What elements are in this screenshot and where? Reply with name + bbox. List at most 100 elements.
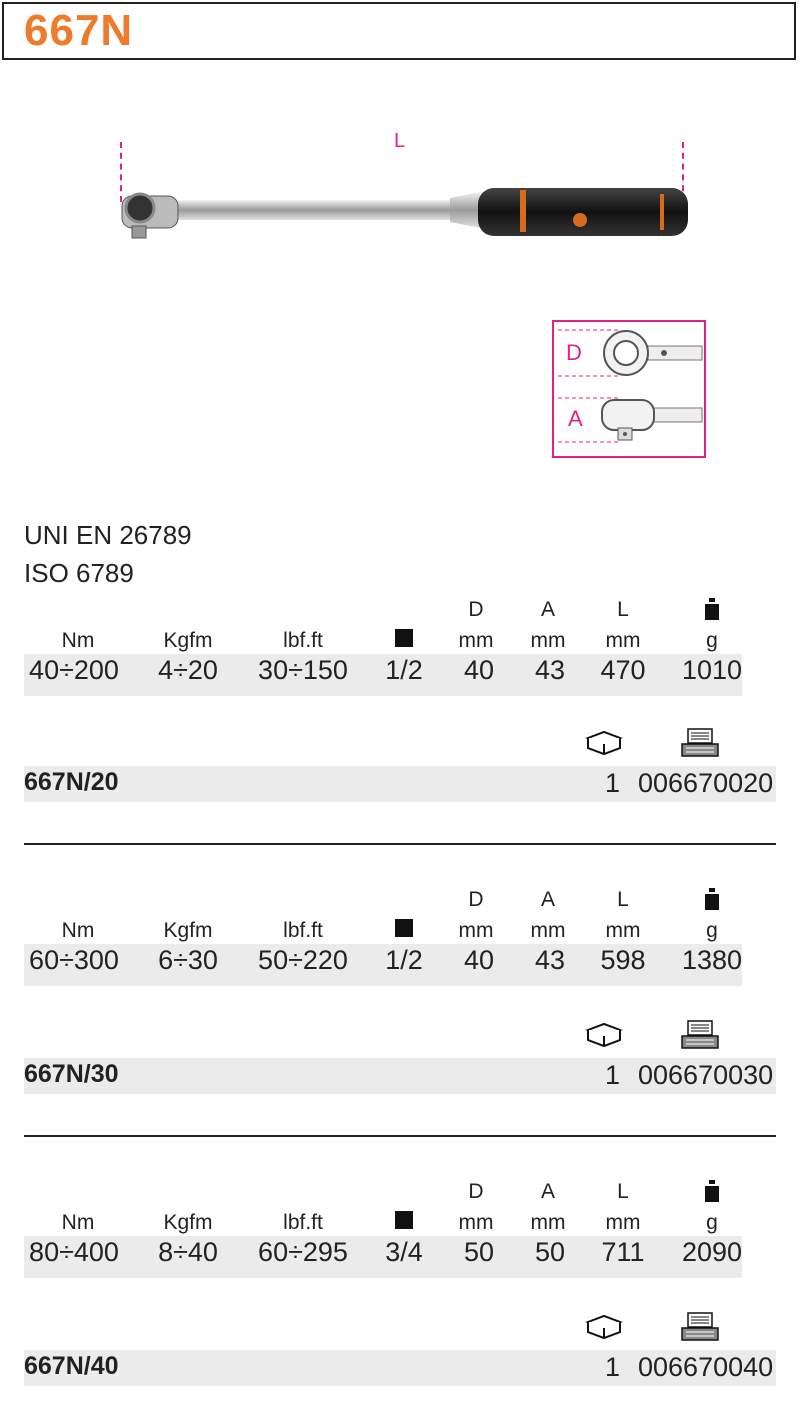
inset-label-a: A	[568, 406, 583, 431]
col-lbfft: lbf.ft	[283, 1211, 323, 1234]
page-title: 667N	[24, 6, 134, 55]
col-weight-unit: g	[706, 1211, 718, 1234]
val-kgfm: 8÷40	[158, 1237, 218, 1267]
standard-iso: ISO 6789	[24, 558, 134, 588]
box-icon	[585, 730, 623, 756]
col-l-label: L	[617, 598, 629, 621]
col-d-label: D	[468, 598, 484, 621]
length-marker-left	[120, 142, 122, 202]
barcode-terminal-icon	[681, 728, 719, 757]
article-number: 006670030	[638, 1060, 774, 1090]
val-drive: 1/2	[385, 945, 423, 975]
col-a-label: A	[540, 598, 555, 621]
col-kgfm: Kgfm	[163, 919, 213, 942]
product-code: 667N/20	[24, 768, 119, 796]
section-divider	[24, 1135, 776, 1137]
col-l-unit: mm	[605, 629, 641, 652]
inset-label-d: D	[566, 340, 582, 365]
col-weight-unit: g	[706, 629, 718, 652]
val-kgfm: 4÷20	[158, 655, 218, 685]
col-a-label: A	[540, 888, 555, 911]
order-row-band	[24, 766, 776, 802]
val-l: 470	[600, 655, 646, 685]
order-row-band	[24, 1058, 776, 1094]
col-d-unit: mm	[458, 629, 494, 652]
val-weight: 2090	[681, 1237, 743, 1267]
val-weight: 1380	[681, 945, 743, 975]
weight-icon	[652, 888, 772, 916]
head-dimensions-inset	[552, 320, 706, 458]
col-l-unit: mm	[605, 919, 641, 942]
col-d-label: D	[468, 1180, 484, 1203]
val-d: 40	[463, 945, 495, 975]
weight-icon	[652, 1180, 772, 1208]
col-d-unit: mm	[458, 1211, 494, 1234]
col-d-unit: mm	[458, 919, 494, 942]
val-kgfm: 6÷30	[158, 945, 218, 975]
order-row-3: 667N/40 1 006670040	[0, 1312, 800, 1392]
standard-uni: UNI EN 26789	[24, 520, 192, 550]
col-weight-unit: g	[706, 919, 718, 942]
pack-quantity: 1	[605, 768, 621, 798]
product-code: 667N/40	[24, 1352, 119, 1380]
col-a-unit: mm	[530, 1211, 566, 1234]
col-l-label: L	[617, 888, 629, 911]
col-nm: Nm	[61, 629, 95, 652]
square-drive-icon	[344, 629, 464, 653]
col-a-unit: mm	[530, 919, 566, 942]
val-a: 50	[534, 1237, 566, 1267]
barcode-terminal-icon	[681, 1020, 719, 1049]
val-nm: 80÷400	[29, 1237, 119, 1267]
title-box	[2, 2, 796, 60]
col-lbfft: lbf.ft	[283, 629, 323, 652]
val-nm: 40÷200	[29, 655, 119, 685]
val-drive: 3/4	[385, 1237, 423, 1267]
col-lbfft: lbf.ft	[283, 919, 323, 942]
spec-table-3: D A L Nm Kgfm lbf.ft mm mm mm g 80÷400 8…	[0, 1180, 800, 1280]
spec-table-2: D A L Nm Kgfm lbf.ft mm mm mm g 60÷300 6…	[0, 888, 800, 988]
val-d: 40	[463, 655, 495, 685]
col-a-label: A	[540, 1180, 555, 1203]
val-lbfft: 50÷220	[258, 945, 348, 975]
col-l-label: L	[617, 1180, 629, 1203]
box-icon	[585, 1314, 623, 1340]
col-a-unit: mm	[530, 629, 566, 652]
spec-row-band	[24, 1236, 742, 1278]
article-number: 006670040	[638, 1352, 774, 1382]
torque-wrench-image	[121, 188, 688, 239]
square-drive-icon	[344, 919, 464, 943]
pack-quantity: 1	[605, 1060, 621, 1090]
box-icon	[585, 1022, 623, 1048]
val-nm: 60÷300	[29, 945, 119, 975]
article-number: 006670020	[638, 768, 774, 798]
col-l-unit: mm	[605, 1211, 641, 1234]
val-d: 50	[463, 1237, 495, 1267]
val-a: 43	[534, 655, 566, 685]
col-nm: Nm	[61, 1211, 95, 1234]
col-kgfm: Kgfm	[163, 1211, 213, 1234]
col-nm: Nm	[61, 919, 95, 942]
order-row-2: 667N/30 1 006670030	[0, 1020, 800, 1100]
val-weight: 1010	[681, 655, 743, 685]
col-d-label: D	[468, 888, 484, 911]
weight-icon	[652, 598, 772, 626]
val-a: 43	[534, 945, 566, 975]
order-row-1: 667N/20 1 006670020	[0, 728, 800, 808]
section-divider	[24, 843, 776, 845]
length-marker-right	[682, 142, 684, 202]
spec-table-1: D A L Nm Kgfm lbf.ft mm mm mm g 40÷200 4…	[0, 598, 800, 698]
spec-row-band	[24, 654, 742, 696]
val-l: 598	[600, 945, 646, 975]
val-lbfft: 30÷150	[258, 655, 348, 685]
col-kgfm: Kgfm	[163, 629, 213, 652]
order-row-band	[24, 1350, 776, 1386]
length-label: L	[394, 130, 406, 152]
spec-row-band	[24, 944, 742, 986]
pack-quantity: 1	[605, 1352, 621, 1382]
val-l: 711	[601, 1237, 645, 1267]
val-lbfft: 60÷295	[258, 1237, 348, 1267]
barcode-terminal-icon	[681, 1312, 719, 1341]
product-code: 667N/30	[24, 1060, 119, 1088]
square-drive-icon	[344, 1211, 464, 1235]
val-drive: 1/2	[385, 655, 423, 685]
